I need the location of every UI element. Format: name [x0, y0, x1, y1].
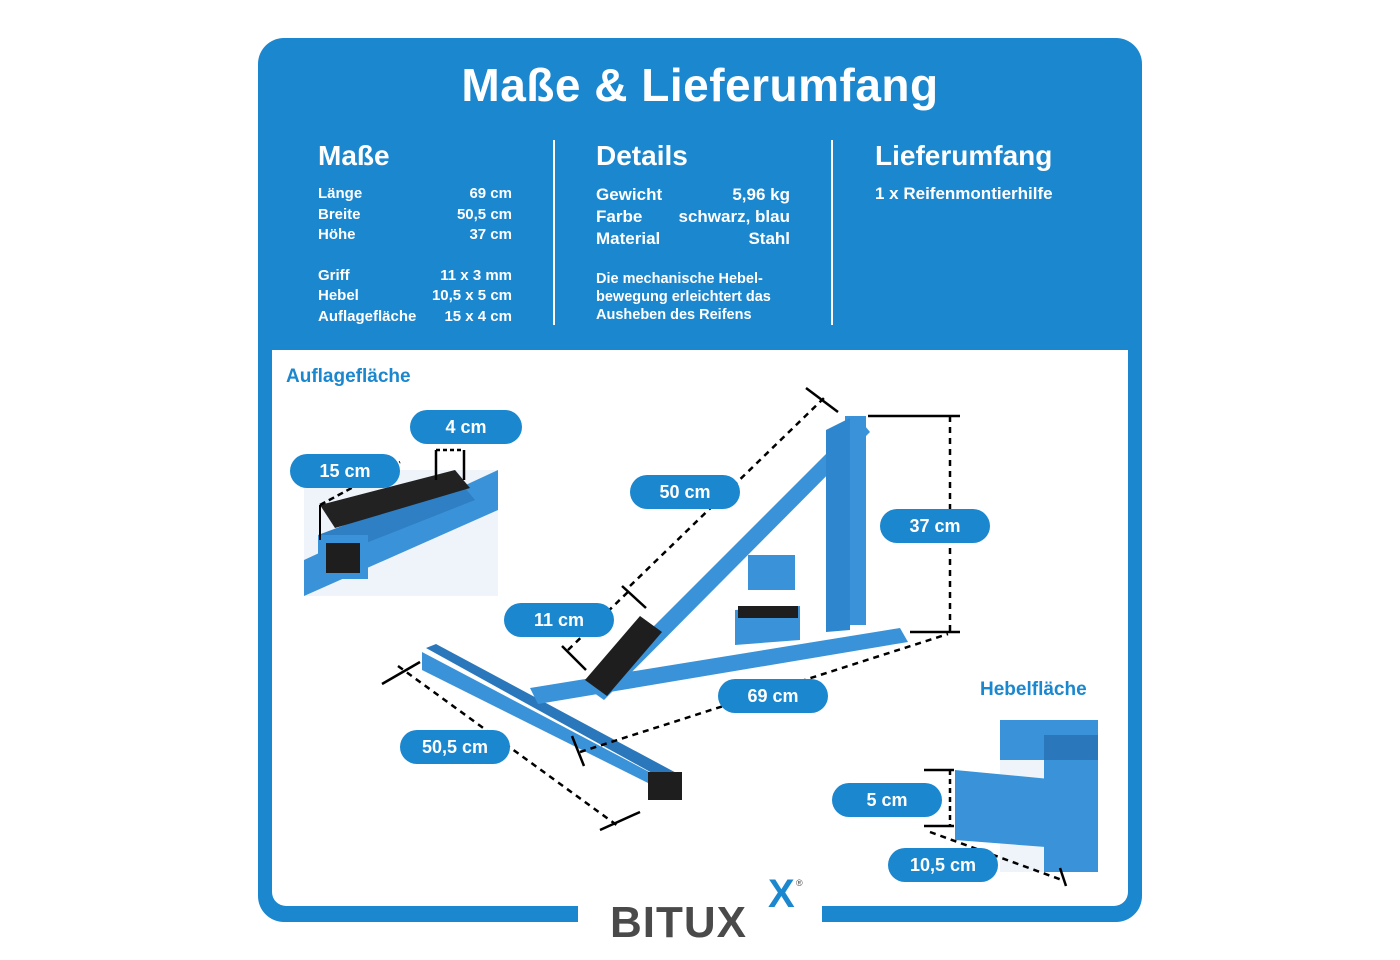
hebelflaeche-inset — [924, 720, 1098, 887]
lieferumfang-item: 1 x Reifenmontierhilfe — [875, 184, 1053, 203]
masse-heading: Maße — [318, 140, 390, 171]
hebelflaeche-label: Hebelfläche — [980, 679, 1087, 700]
lieferumfang-heading: Lieferumfang — [875, 140, 1053, 171]
auflageflaeche-inset — [304, 448, 498, 596]
details-description: Die mechanische Hebel-bewegung erleichte… — [596, 271, 771, 323]
column-divider — [553, 140, 555, 325]
dim-105cm: 10,5 cm — [888, 848, 998, 882]
dim-11cm: 11 cm — [504, 603, 614, 637]
details-heading: Details — [596, 140, 688, 171]
dim-505cm: 50,5 cm — [400, 730, 510, 764]
lieferumfang-column: Lieferumfang 1 x Reifenmontierhilfe — [875, 140, 1105, 204]
tire-tool — [422, 416, 908, 800]
page-title: Maße & Lieferumfang — [461, 59, 939, 111]
dim-50cm: 50 cm — [630, 475, 740, 509]
brand-logo: BITUX — [610, 898, 747, 947]
dim-5cm: 5 cm — [832, 783, 942, 817]
dim-4cm: 4 cm — [410, 410, 522, 444]
dim-69cm: 69 cm — [718, 679, 828, 713]
auflageflaeche-label: Auflagefläche — [286, 366, 411, 387]
dim-15cm: 15 cm — [290, 454, 400, 488]
brand-logo-mark: X — [768, 872, 795, 916]
column-divider — [831, 140, 833, 325]
dim-37cm: 37 cm — [880, 509, 990, 543]
registered-mark: ® — [796, 878, 803, 888]
logo-backdrop — [578, 892, 822, 952]
